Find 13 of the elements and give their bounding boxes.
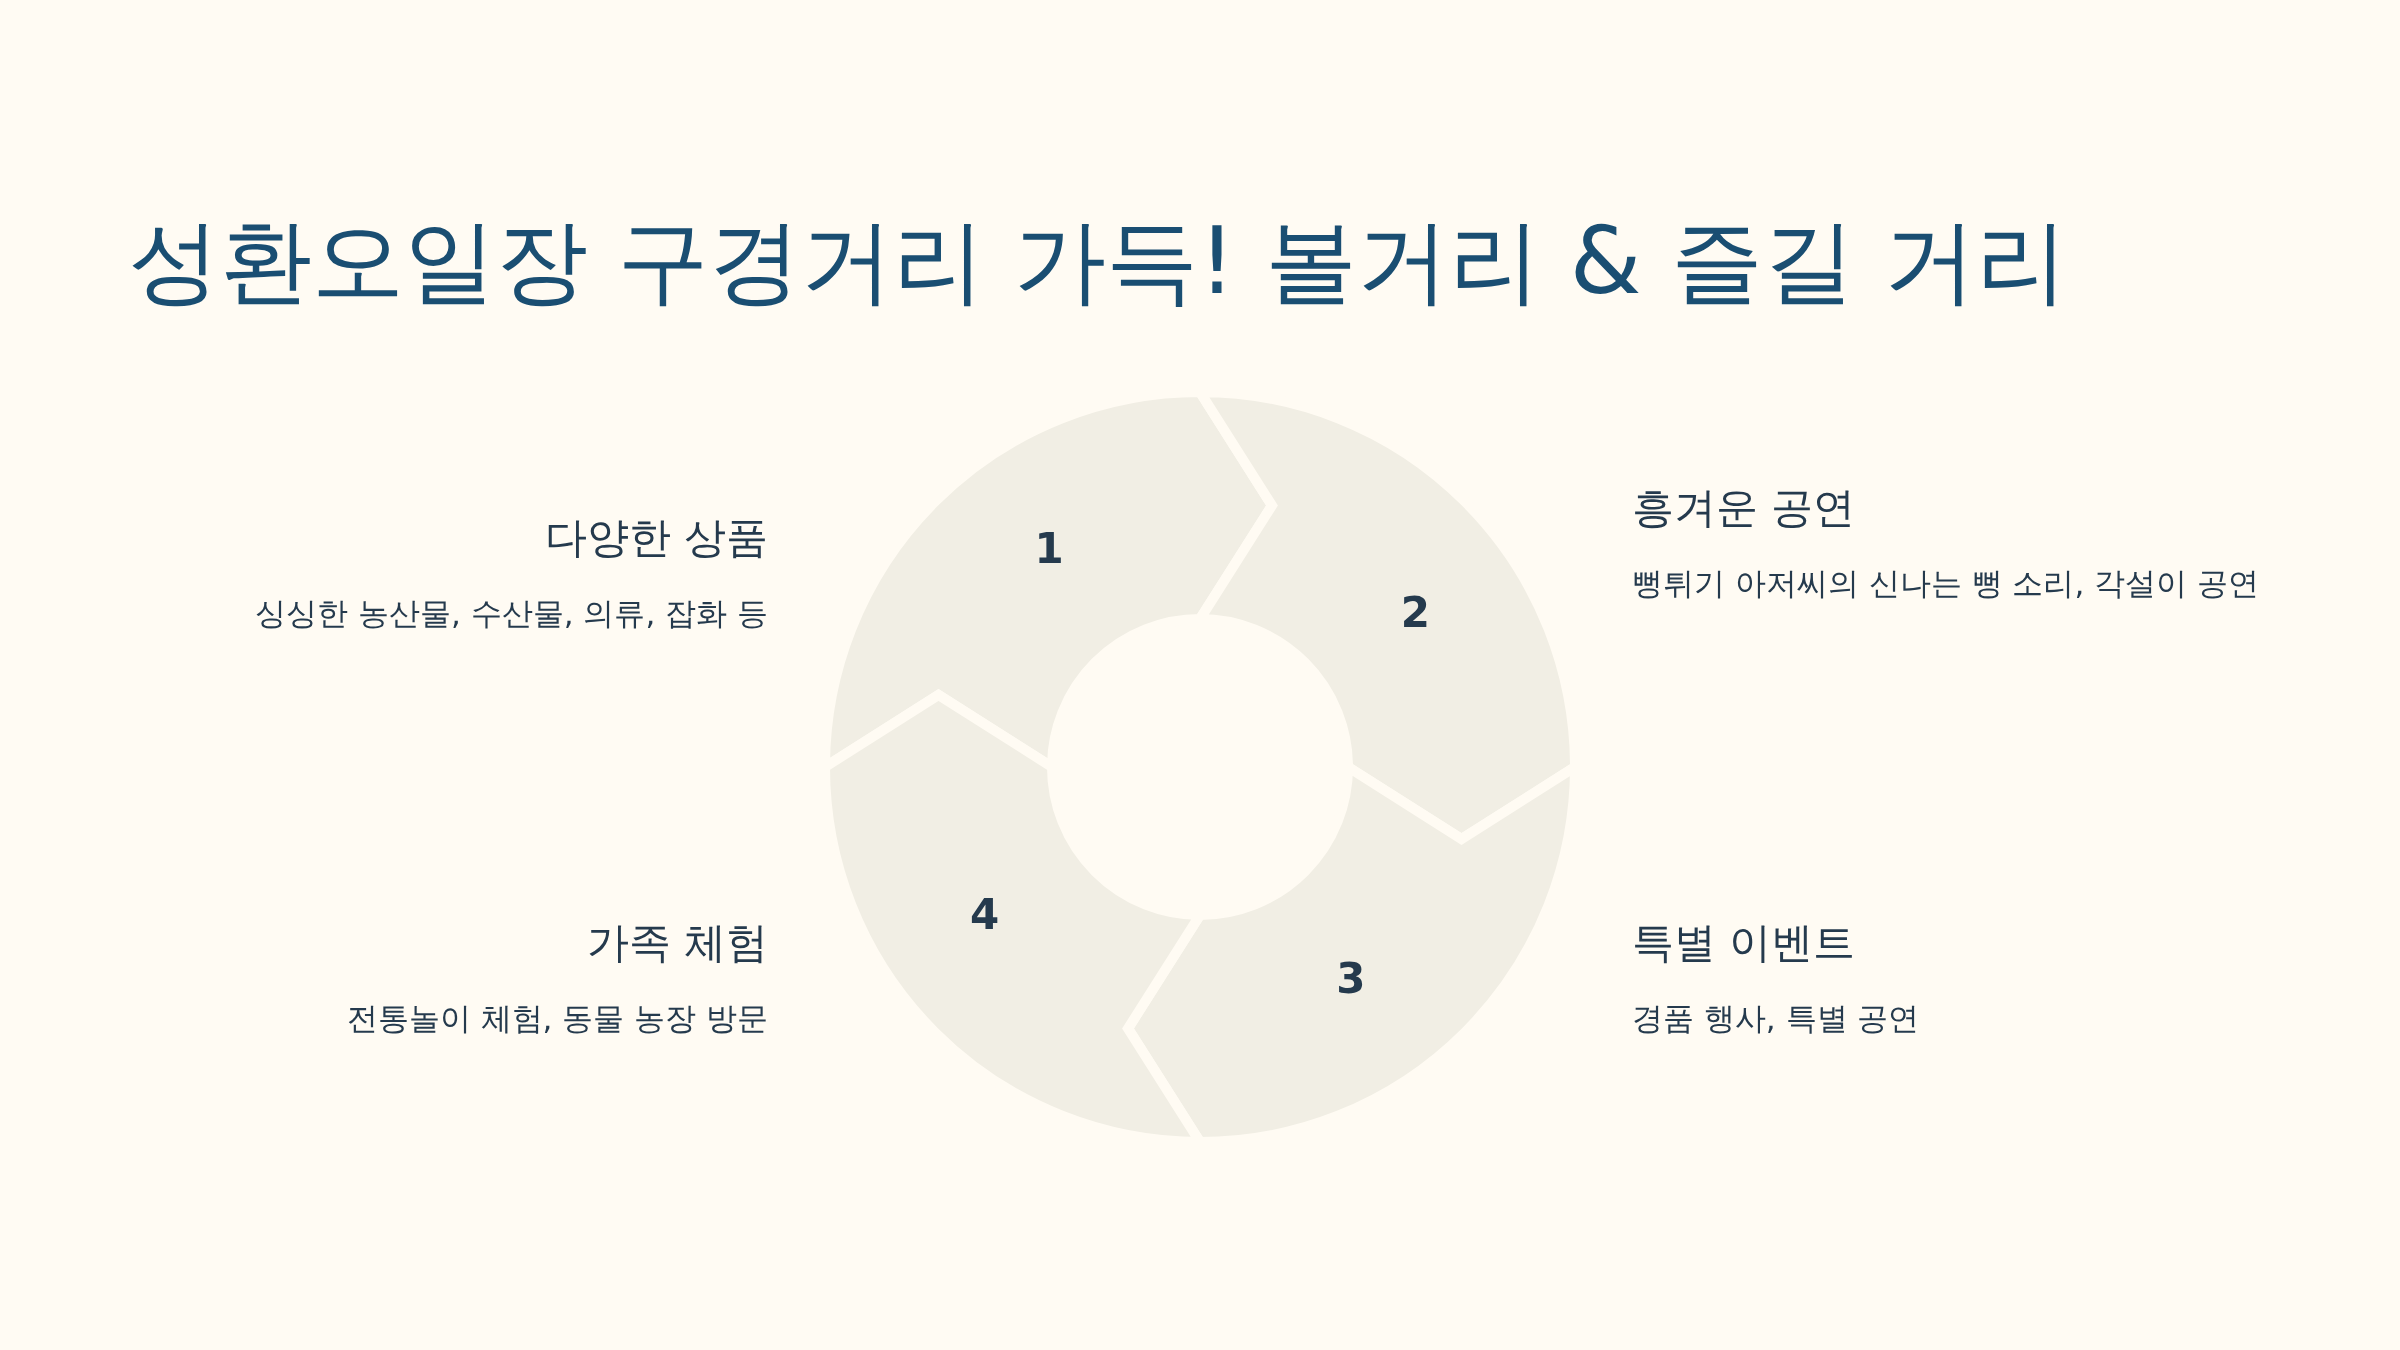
item-description: 뻥튀기 아저씨의 신나는 뻥 소리, 각설이 공연 [1632, 564, 2260, 603]
item-description: 경품 행사, 특별 공연 [1632, 999, 1921, 1038]
item-heading: 흥겨운 공연 [1632, 482, 1857, 534]
item-description: 싱싱한 농산물, 수산물, 의류, 잡화 등 [254, 594, 768, 633]
item-description: 전통놀이 체험, 동물 농장 방문 [345, 999, 768, 1038]
item-heading: 특별 이벤트 [1632, 917, 1857, 969]
item-heading: 다양한 상품 [543, 512, 768, 564]
step-number: 1 [1033, 523, 1065, 573]
page-title: 성환오일장 구경거리 가득! 볼거리 & 즐길 거리 [128, 207, 2069, 317]
step-number: 2 [1399, 588, 1431, 638]
item-heading: 가족 체험 [585, 917, 768, 969]
step-number: 4 [968, 889, 1001, 939]
step-number: 3 [1335, 954, 1367, 1004]
